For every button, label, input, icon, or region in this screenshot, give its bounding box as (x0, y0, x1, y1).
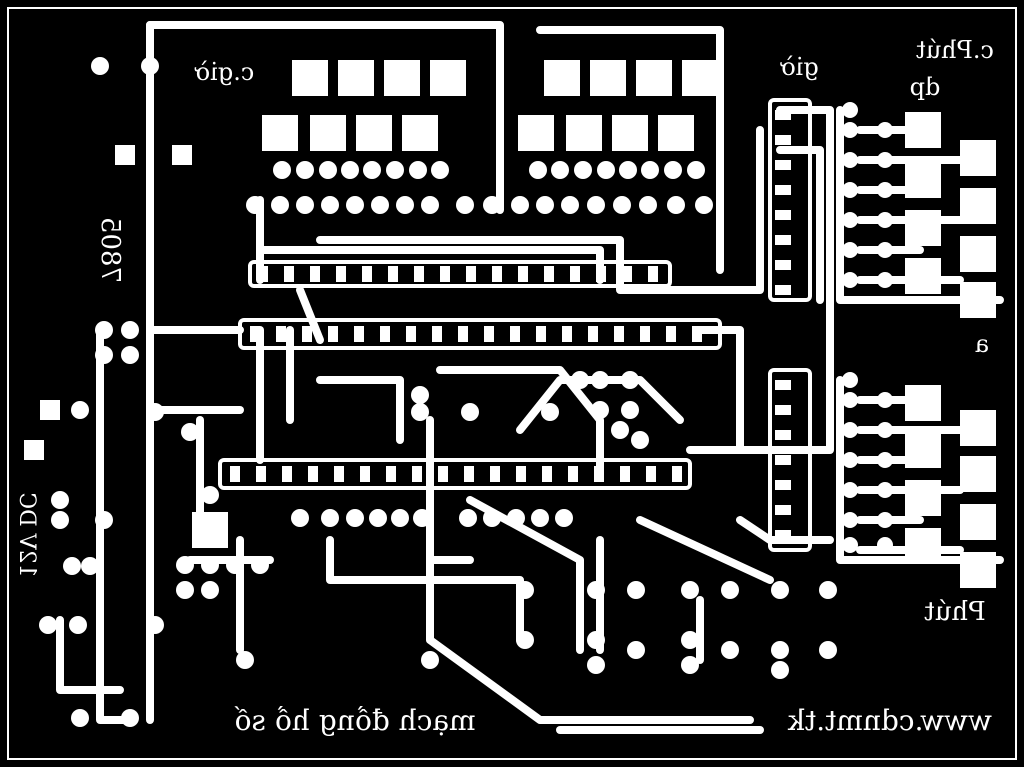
label-gio: giờ (780, 53, 819, 81)
label-c-gio: c.giờ (194, 58, 254, 86)
ic-right-upper (768, 98, 812, 302)
ic-main-bottom-row (218, 458, 692, 490)
ic-main-top-row (238, 318, 722, 350)
label-dp: dp (910, 73, 941, 101)
ic-footprints (218, 98, 812, 552)
ic-right-lower (768, 368, 812, 552)
square-pads (24, 60, 996, 588)
board-outline (7, 7, 1017, 760)
label-phut: Phút (924, 597, 986, 627)
silkscreen-labels: c.giờ giờ c.Phút dp a Phút 7805 12V DC m… (14, 36, 994, 737)
ic-pins (230, 110, 791, 540)
label-c-phut: c.Phút (916, 36, 994, 64)
round-pads (39, 57, 893, 727)
label-website: www.cdnmt.tk (787, 704, 992, 737)
label-12v-dc: 12V DC (14, 492, 39, 577)
label-7805: 7805 (95, 217, 125, 283)
ic-decoder-row (248, 260, 672, 288)
label-a: a (975, 330, 989, 358)
label-title: mạch đồng hồ số (233, 704, 475, 737)
